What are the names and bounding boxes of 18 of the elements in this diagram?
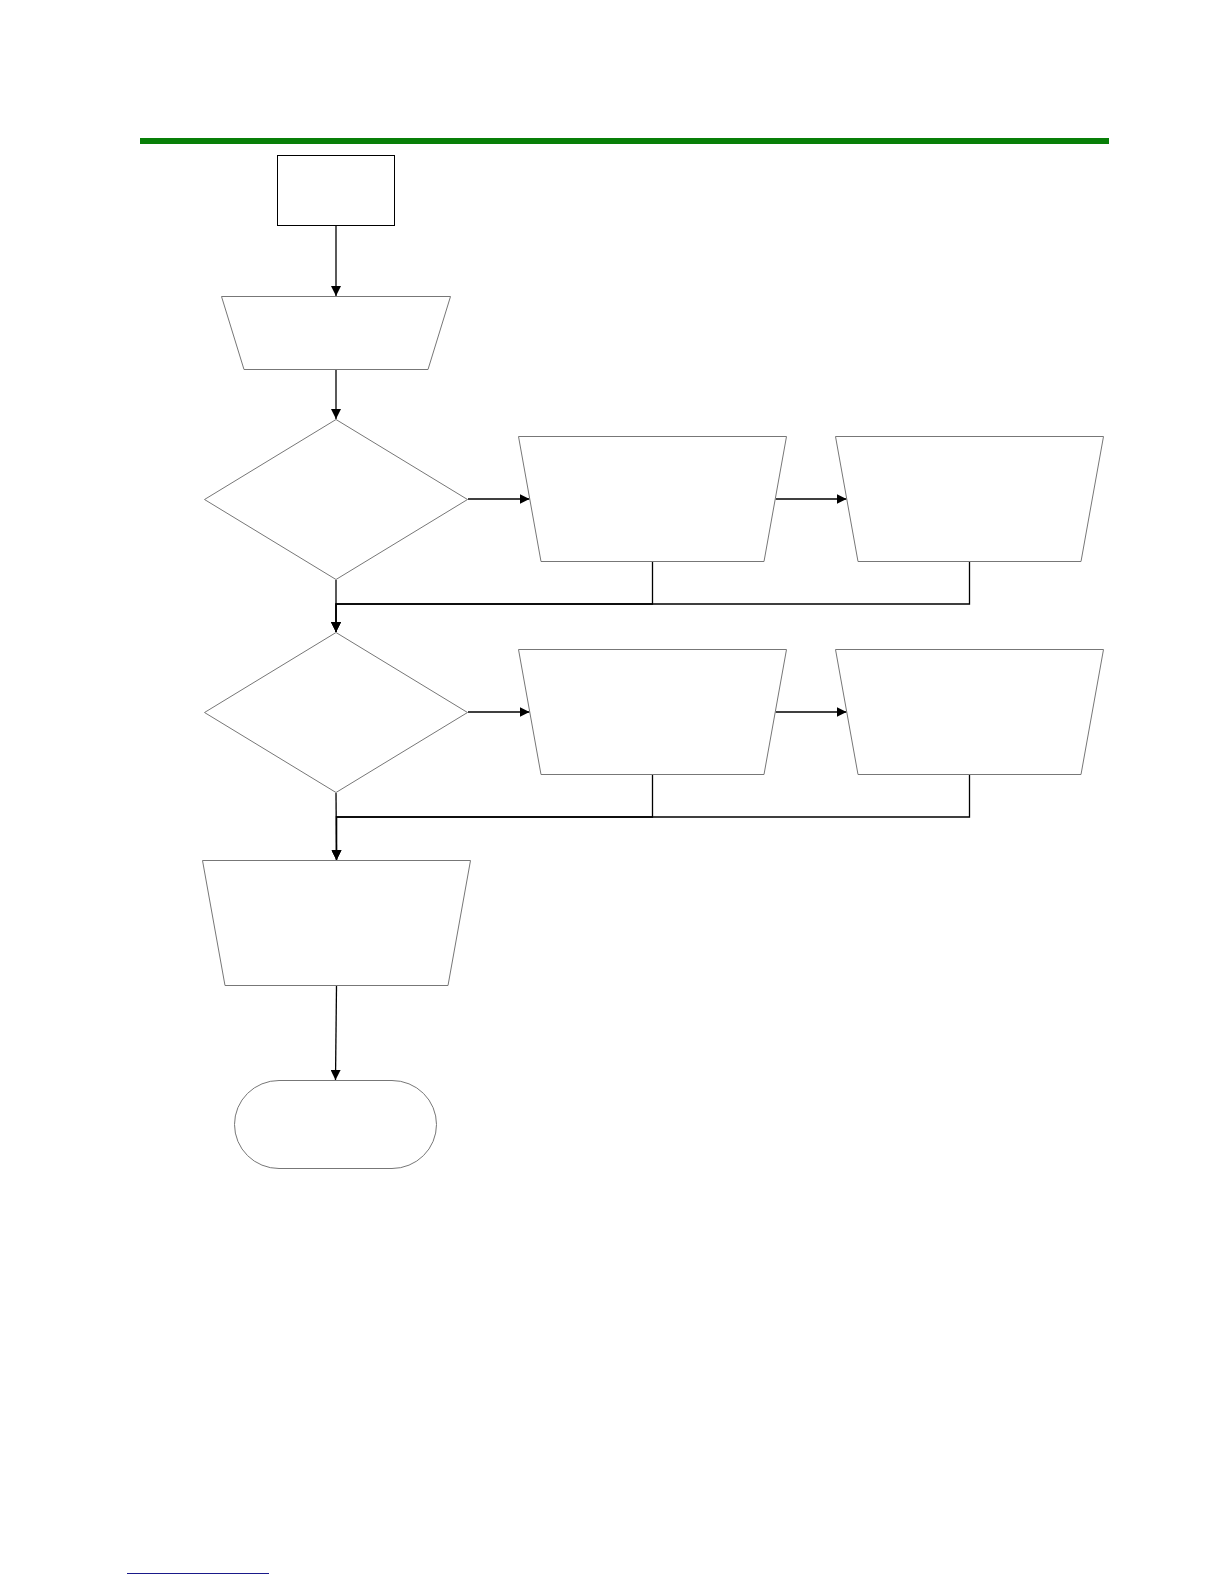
arrow bbox=[331, 225, 341, 297]
process-box bbox=[277, 155, 395, 226]
arrow bbox=[467, 494, 531, 504]
arrow bbox=[331, 369, 341, 420]
arrow bbox=[774, 494, 848, 504]
manual-operation-trapezoid bbox=[202, 860, 471, 986]
decision-diamond bbox=[204, 419, 468, 580]
arrow bbox=[467, 707, 531, 717]
manual-operation-trapezoid bbox=[518, 436, 787, 562]
manual-operation-trapezoid bbox=[518, 649, 787, 775]
arrow bbox=[331, 561, 971, 633]
arrow bbox=[330, 985, 341, 1081]
arrow bbox=[331, 774, 971, 861]
decision-diamond bbox=[204, 632, 468, 793]
manual-operation-trapezoid bbox=[835, 436, 1104, 562]
manual-operation-trapezoid bbox=[221, 296, 451, 370]
arrow bbox=[774, 707, 848, 717]
manual-operation-trapezoid bbox=[835, 649, 1104, 775]
